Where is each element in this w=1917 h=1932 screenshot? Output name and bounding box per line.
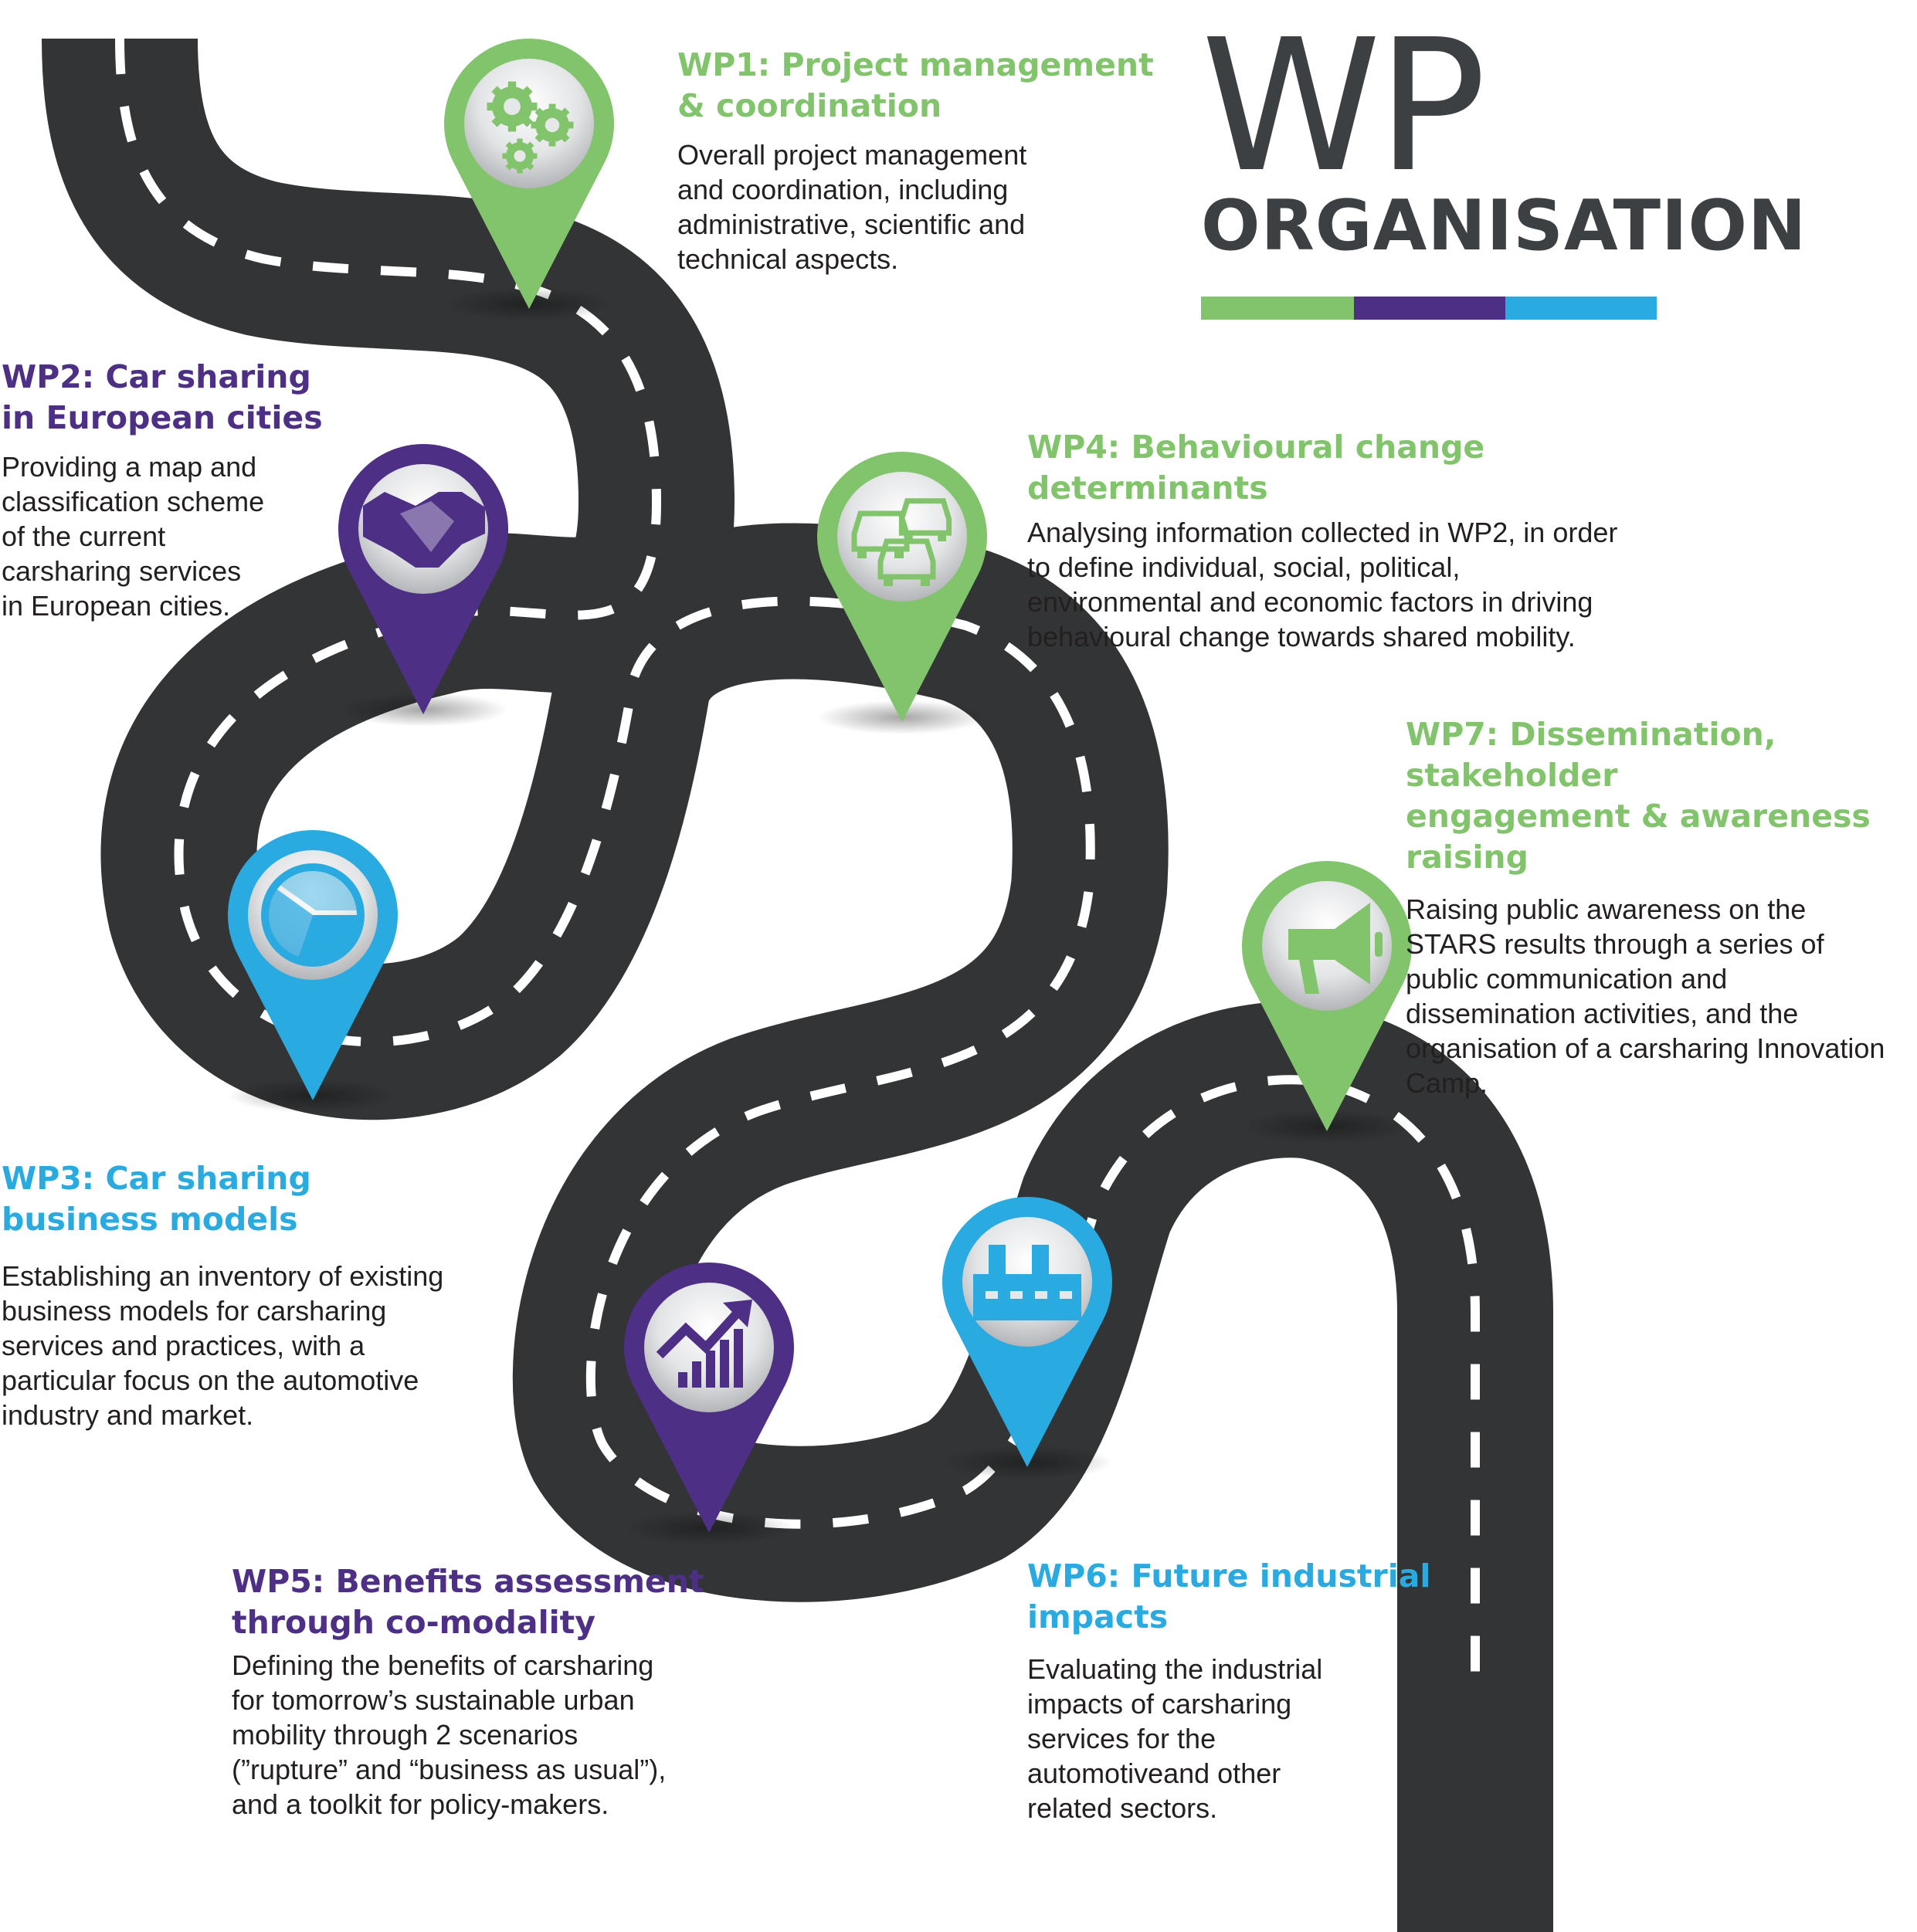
wp2-pin (338, 444, 508, 727)
wp5-description: Defining the benefits of carsharing for … (232, 1649, 667, 1820)
factory-icon (973, 1245, 1081, 1320)
wp3-title: WP3: Car sharing business models (2, 1160, 311, 1238)
wp7-block: WP7: Dissemination, stakeholder engageme… (1406, 714, 1915, 1100)
wp6-block: WP6: Future industrial impacts Evaluatin… (1027, 1556, 1491, 1825)
megaphone-icon (1288, 903, 1383, 994)
wp5-title: WP5: Benefits assessment through co-moda… (232, 1563, 704, 1641)
wp6-description: Evaluating the industrial impacts of car… (1027, 1653, 1323, 1824)
wp3-description: Establishing an inventory of existing bu… (2, 1260, 444, 1431)
title-organisation: ORGANISATION (1201, 185, 1807, 266)
wp7-description: Raising public awareness on the STARS re… (1406, 893, 1885, 1099)
title-bar-blue (1505, 297, 1657, 320)
growth-chart-icon (656, 1300, 752, 1388)
wp6-pin (942, 1197, 1112, 1480)
wp7-pin (1241, 860, 1412, 1144)
wp4-pin (817, 452, 987, 734)
wp2-block: WP2: Car sharing in European cities Prov… (2, 357, 326, 623)
gears-icon (487, 81, 574, 174)
pie-chart-icon (261, 863, 365, 967)
title-wp: WP (1201, 0, 1487, 212)
wp4-title: WP4: Behavioural change determinants (1027, 429, 1485, 507)
wp2-title: WP2: Car sharing in European cities (2, 358, 323, 436)
wp2-description: Providing a map and classification schem… (2, 451, 265, 622)
cars-icon (851, 498, 952, 586)
wp1-pin (443, 39, 614, 321)
wp3-block: WP3: Car sharing business models Establi… (2, 1158, 511, 1432)
wp4-description: Analysing information collected in WP2, … (1027, 517, 1618, 652)
wp7-title: WP7: Dissemination, stakeholder engageme… (1406, 716, 1871, 876)
wp5-pin (624, 1262, 794, 1545)
title-bar-purple (1354, 297, 1505, 320)
wp5-block: WP5: Benefits assessment through co-moda… (232, 1561, 726, 1822)
wp3-pin (228, 830, 398, 1113)
wp4-block: WP4: Behavioural change determinants Ana… (1027, 427, 1676, 654)
title-bar-green (1201, 297, 1354, 320)
wp6-title: WP6: Future industrial impacts (1027, 1557, 1431, 1635)
handshake-icon (363, 492, 485, 568)
wp1-block: WP1: Project management & coordination O… (677, 45, 1156, 276)
wp1-description: Overall project management and coordinat… (677, 139, 1027, 275)
wp1-title: WP1: Project management & coordination (677, 46, 1154, 124)
